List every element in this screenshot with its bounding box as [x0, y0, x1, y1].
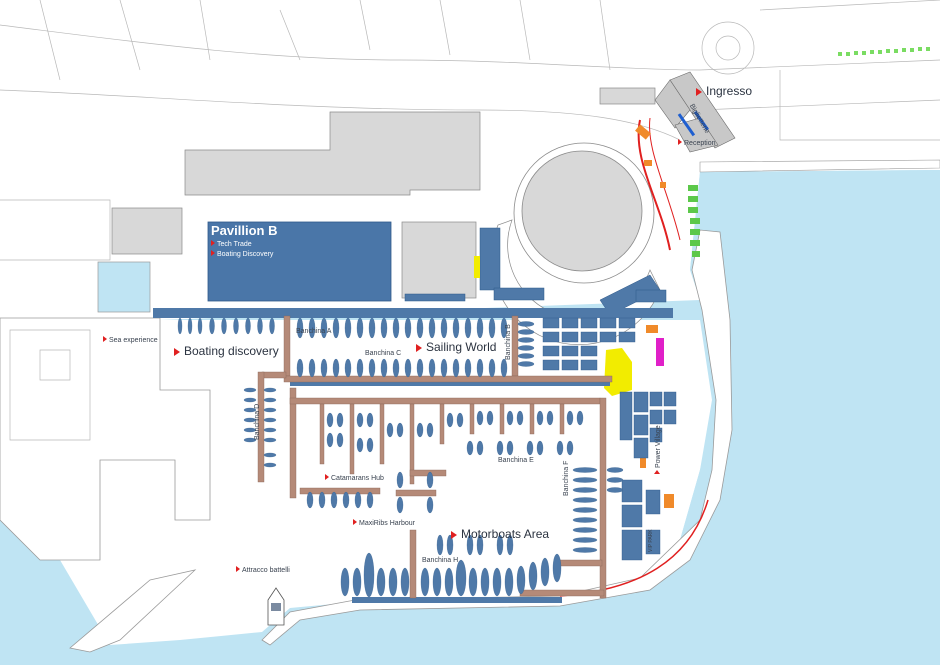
banchina-b-label: Banchina B [505, 324, 512, 360]
maxiribs-harbour-label: MaxiRibs Harbour [353, 519, 415, 527]
yellow-area [604, 348, 632, 396]
marker-icon [174, 348, 180, 356]
marker-icon [325, 474, 329, 480]
power-village-label: Power Village [654, 425, 662, 474]
marker-icon [236, 566, 240, 572]
sea-experience-label: Sea experience [103, 336, 158, 344]
banchina-a-label: Banchina A [296, 328, 332, 335]
entrance-text: Ingresso [706, 84, 753, 98]
piers [257, 315, 613, 599]
tech-trade-text: Tech Trade [217, 241, 252, 248]
boats [177, 317, 624, 598]
sailing-world-text: Sailing World [426, 340, 497, 354]
reception-text: Reception [684, 140, 716, 147]
street-grid [0, 0, 940, 441]
attracco-battelli-text: Attracco battelli [242, 567, 290, 574]
marker-icon [103, 336, 107, 342]
east-shore [699, 159, 940, 173]
attracco-battelli-label: Attracco battelli [236, 566, 290, 574]
boating-discovery-sub-text: Boating Discovery [217, 251, 274, 258]
sailing-world-label: Sailing World [416, 341, 496, 353]
boating-discovery-label: Boating discovery [174, 345, 279, 357]
catamarans-hub-text: Catamarans Hub [331, 475, 384, 482]
west-quay [0, 317, 211, 561]
banchina-f-label: Banchina F [563, 460, 570, 496]
marker-icon [654, 470, 660, 474]
marker-icon [451, 531, 457, 539]
maxiribs-harbour-text: MaxiRibs Harbour [359, 520, 416, 527]
stand-grid [542, 317, 677, 561]
reception-label: Reception [678, 139, 716, 147]
marker-icon [678, 139, 682, 145]
marker-icon [353, 519, 357, 525]
motorboats-area-label: Motorboats Area [451, 528, 549, 540]
motorboats-area-text: Motorboats Area [461, 527, 550, 541]
breakwater [69, 569, 197, 653]
buildings [111, 87, 656, 299]
pavilion-b-title: Pavillion B [211, 223, 278, 238]
banchina-h-label: Banchina H [422, 557, 459, 564]
banchina-d-label: Banchina D [254, 403, 261, 440]
boating-discovery-sub-label: Boating Discovery [211, 250, 273, 258]
power-village-text: Power Village [655, 425, 662, 468]
tech-trade-label: Tech Trade [211, 240, 252, 248]
vip-park-label: VIP PARK [648, 529, 654, 552]
marker-icon [211, 250, 215, 256]
catamarans-hub-label: Catamarans Hub [325, 474, 384, 482]
banchina-e-label: Banchina E [498, 457, 534, 464]
green-area [688, 185, 700, 257]
marker-icon [211, 240, 215, 246]
marker-icon [416, 344, 422, 352]
entrance-label: Ingresso [696, 85, 752, 97]
pavilion-b-building [207, 221, 392, 302]
sea-experience-text: Sea experience [109, 337, 158, 344]
boating-discovery-text: Boating discovery [184, 344, 279, 358]
banchina-c-label: Banchina C [365, 350, 402, 357]
west-basin [97, 261, 151, 313]
marker-icon [696, 88, 702, 96]
